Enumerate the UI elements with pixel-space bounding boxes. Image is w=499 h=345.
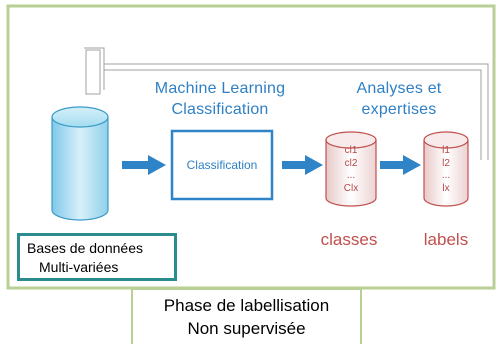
heading-machine-learning: Machine Learning Classification (150, 78, 290, 120)
phase-line2: Non supervisée (187, 319, 306, 338)
heading-an-line1: Analyses et (356, 80, 442, 97)
classes-caption: classes (320, 230, 378, 249)
arrow-db-to-classification (122, 155, 166, 175)
classes-item: cl2 (344, 157, 358, 169)
labels-item: ... (441, 170, 451, 181)
phase-line1: Phase de labellisation (163, 296, 330, 315)
heading-ml-line2: Classification (171, 101, 269, 118)
classes-item: cl1 (344, 145, 358, 156)
feedback-loop (84, 47, 489, 160)
classes-list: cl1 cl2 ... Clx (326, 145, 376, 195)
classification-box (170, 129, 274, 201)
database-line2: Multi-variées (39, 259, 119, 275)
classes-cylinder-icon (325, 131, 377, 207)
database-cylinder-icon (51, 106, 109, 221)
arrow-classification-to-classes (282, 155, 323, 175)
labels-item: lx (442, 182, 450, 194)
heading-an-line2: expertises (361, 101, 437, 118)
labels-list: l1 l2 ... lx (424, 145, 468, 195)
arrow-classes-to-labels (380, 155, 421, 175)
classes-item: ... (346, 170, 356, 181)
labels-item: l1 (442, 145, 450, 156)
phase-box: Phase de labellisation Non supervisée (131, 288, 362, 344)
heading-analyses: Analyses et expertises (343, 78, 455, 120)
classification-box-label: Classification (186, 158, 258, 172)
database-box: Bases de données Multi-variées (17, 233, 177, 281)
labels-caption: labels (423, 230, 469, 249)
classes-item: Clx (343, 182, 359, 194)
database-line1: Bases de données (27, 240, 143, 256)
labels-cylinder-icon (423, 131, 469, 207)
heading-ml-line1: Machine Learning (154, 80, 286, 97)
feedback-loop-connector (85, 49, 101, 95)
labels-item: l2 (442, 157, 450, 169)
